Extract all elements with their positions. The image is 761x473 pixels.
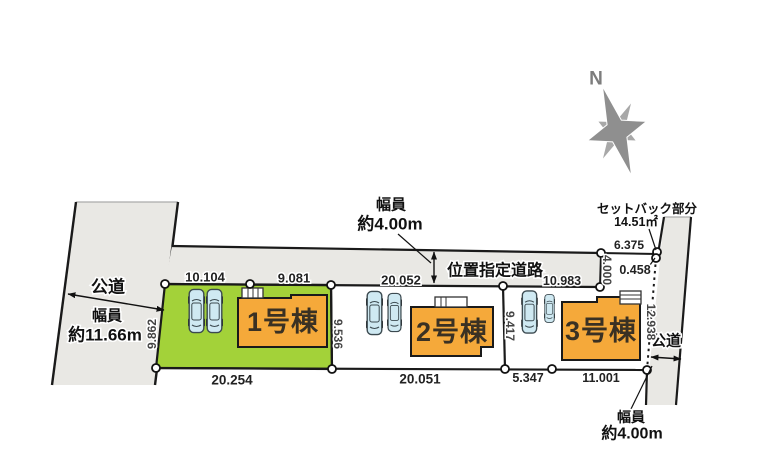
- right-road-east-edge: [674, 216, 693, 406]
- dim-lot2-top: 20.052: [381, 273, 421, 288]
- boundary-marker: [160, 279, 170, 289]
- building-1-entrance-steps: [241, 287, 264, 299]
- designated-road-width-leader: [397, 233, 432, 264]
- boundary-marker: [595, 282, 605, 292]
- setback-north-line: [600, 252, 658, 255]
- dim-lot3-bottom-a: 5.347: [512, 371, 543, 385]
- designated-road-width-value: 約4.00m: [357, 214, 422, 234]
- car-icon: [206, 288, 223, 334]
- dim-lot1-right: 9.536: [331, 319, 345, 349]
- building-1-label: 1号棟: [247, 307, 319, 337]
- boundary-marker: [500, 364, 510, 374]
- car-icon: [521, 290, 538, 334]
- dim-lot1-bottom: 20.254: [211, 373, 253, 388]
- designated-road-north-edge: [171, 244, 602, 255]
- car-icon: [543, 294, 556, 323]
- left-road-name: 公道: [91, 277, 125, 297]
- dim-lot2-right: 9.417: [503, 311, 517, 341]
- boundary-marker: [596, 248, 606, 258]
- boundary-marker: [498, 281, 508, 291]
- dim-lot1-top-a: 10.104: [185, 270, 226, 285]
- lots-north-boundary: [164, 282, 601, 289]
- building-2-entrance-steps: [434, 296, 468, 308]
- dim-setback-side: 12.938: [644, 304, 658, 341]
- dim-lot3-bottom-b: 11.001: [582, 371, 620, 385]
- boundary-marker: [327, 364, 337, 374]
- left-road-west-edge: [50, 201, 78, 386]
- dim-lot2-bottom: 20.051: [399, 372, 441, 387]
- car-icon: [387, 292, 402, 333]
- right-road-width-leader: [630, 365, 653, 410]
- left-road-width-value: 約11.66m: [68, 325, 142, 345]
- setback-leader: [648, 228, 657, 251]
- building-2: [410, 306, 494, 357]
- building-3-label: 3号棟: [565, 316, 637, 346]
- lots-south-boundary: [155, 366, 648, 372]
- designated-road-surface: [165, 246, 601, 287]
- compass-north-label: N: [589, 69, 603, 90]
- building-1: [237, 294, 328, 348]
- designated-road-name: 位置指定道路: [447, 261, 544, 280]
- car-icon: [188, 288, 205, 334]
- left-road-width-caption: 幅員: [92, 307, 122, 325]
- boundary-marker: [151, 363, 161, 373]
- designated-road-width-caption: 幅員: [376, 196, 406, 214]
- right-road-width-arrow: [650, 354, 682, 362]
- dim-lot3-top: 10.983: [543, 274, 581, 288]
- left-road-width-arrow: [67, 292, 165, 312]
- boundary-marker: [326, 280, 336, 290]
- building-3-entrance-steps: [619, 290, 642, 305]
- dim-lot1-top-b: 9.081: [278, 271, 311, 286]
- car-icon: [366, 290, 383, 336]
- boundary-marker: [547, 364, 557, 374]
- dim-lot1-left: 9.862: [145, 319, 159, 349]
- compass-rose-icon: [586, 86, 648, 176]
- lot2-lot3-divider: [501, 285, 507, 370]
- building-2-label: 2号棟: [416, 317, 488, 347]
- setback-caption: セットバック部分: [597, 201, 698, 216]
- right-road-name: 公道: [651, 332, 681, 350]
- offset-leader: [649, 257, 656, 266]
- right-road-width-value: 約4.00m: [601, 424, 662, 443]
- boundary-marker: [245, 279, 255, 289]
- right-road-width-caption: 幅員: [617, 409, 645, 425]
- dim-setback-offset: 0.458: [619, 263, 650, 277]
- setback-area: 14.51㎡: [614, 214, 658, 229]
- dim-setback-left: 4.000: [600, 255, 614, 285]
- dim-setback-top: 6.375: [614, 238, 644, 252]
- lot1-lot2-divider: [329, 284, 334, 370]
- setback-west-line: [599, 252, 602, 288]
